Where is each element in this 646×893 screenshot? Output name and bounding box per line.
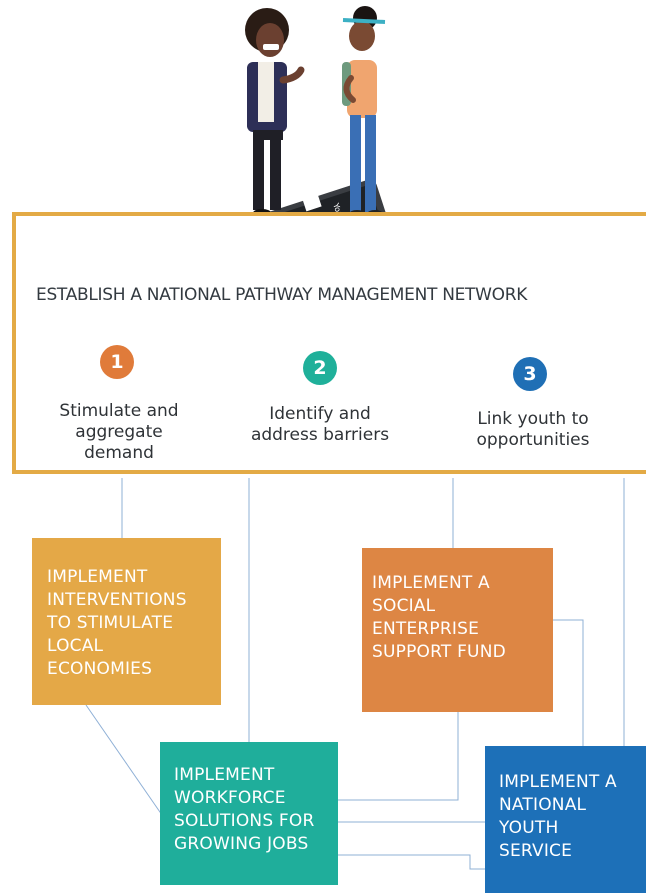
step-label-2: Identify and address barriers bbox=[250, 404, 390, 445]
box-local-economies: IMPLEMENT INTERVENTIONS TO STIMULATE LOC… bbox=[32, 538, 221, 705]
connector-box1-workforce bbox=[85, 704, 163, 816]
box-national-youth-service: IMPLEMENT A NATIONAL YOUTH SERVICE bbox=[485, 746, 646, 893]
man-figure bbox=[245, 8, 305, 217]
network-frame bbox=[12, 212, 646, 474]
step-number-3: 3 bbox=[513, 357, 547, 391]
network-headline: ESTABLISH A NATIONAL PATHWAY MANAGEMENT … bbox=[36, 285, 528, 305]
step-1: 1 bbox=[100, 345, 134, 379]
step-2: 2 bbox=[303, 351, 337, 385]
box-social-enterprise: IMPLEMENT A SOCIAL ENTERPRISE SUPPORT FU… bbox=[362, 548, 553, 712]
step-number-2: 2 bbox=[303, 351, 337, 385]
step-3: 3 bbox=[513, 357, 547, 391]
step-label-1: Stimulate and aggregate demand bbox=[59, 401, 179, 463]
connector-social-youth bbox=[553, 619, 584, 746]
connector-workforce-youth-lower bbox=[338, 854, 485, 870]
step-label-3: Link youth to opportunities bbox=[476, 409, 590, 450]
step-number-1: 1 bbox=[100, 345, 134, 379]
connector-social-workforce bbox=[338, 712, 459, 801]
box-workforce-solutions: IMPLEMENT WORKFORCE SOLUTIONS FOR GROWIN… bbox=[160, 742, 338, 885]
